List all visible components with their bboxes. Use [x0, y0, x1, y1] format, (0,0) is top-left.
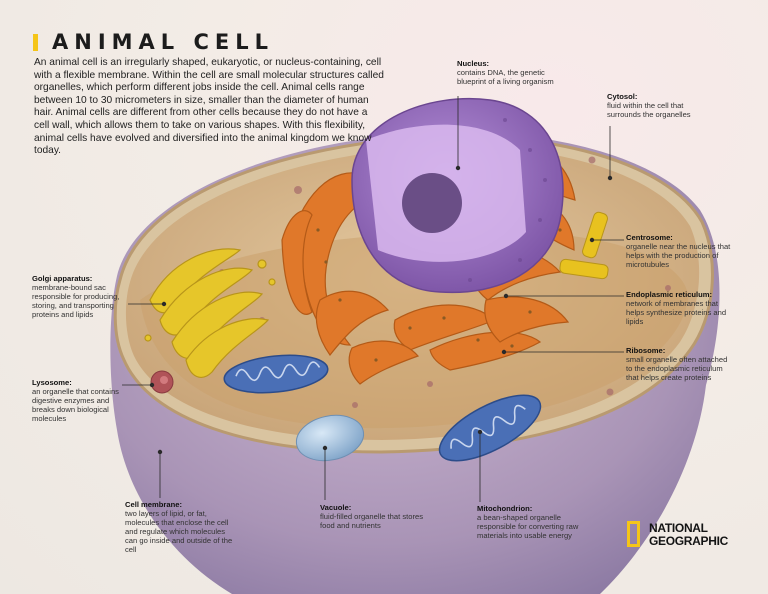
callout-text: a bean-shaped organelle responsible for …	[477, 513, 579, 541]
mitochondrion-lower	[438, 394, 542, 462]
callout-label: Endoplasmic reticulum:	[626, 290, 713, 299]
leader-lines	[122, 96, 624, 502]
callout-text: fluid-filled organelle that stores food …	[320, 512, 423, 531]
callout-vacuole: Vacuole: fluid-filled organelle that sto…	[320, 503, 438, 530]
logo-wordmark: NATIONAL GEOGRAPHIC	[649, 522, 728, 548]
callout-text: an organelle that contains digestive enz…	[32, 387, 119, 424]
callout-text: two layers of lipid, or fat, molecules t…	[125, 509, 233, 555]
page-title: ANIMAL CELL	[52, 30, 275, 54]
callout-text: small organelle often attached to the en…	[626, 355, 728, 383]
logo-line-2: GEOGRAPHIC	[649, 534, 729, 548]
callout-text: membrane-bound sac responsible for produ…	[32, 283, 120, 320]
vacuole	[295, 414, 365, 462]
golgi-apparatus	[144, 248, 276, 378]
callout-label: Cytosol:	[607, 92, 638, 101]
callout-nucleus: Nucleus: contains DNA, the genetic bluep…	[457, 59, 575, 86]
callout-mitochondrion: Mitochondrion: a bean-shaped organelle r…	[477, 504, 595, 540]
centrosome	[559, 211, 609, 280]
callout-lysosome: Lysosome: an organelle that contains dig…	[32, 378, 124, 423]
intro-paragraph: An animal cell is an irregularly shaped,…	[34, 57, 384, 157]
callout-label: Centrosome:	[626, 233, 673, 242]
callout-ribosome: Ribosome: small organelle often attached…	[626, 346, 730, 382]
callout-text: fluid within the cell that surrounds the…	[607, 101, 691, 120]
callout-label: Lysosome:	[32, 378, 72, 387]
logo-line-1: NATIONAL	[649, 521, 708, 535]
callout-label: Nucleus:	[457, 59, 490, 68]
callout-endoplasmic-reticulum: Endoplasmic reticulum: network of membra…	[626, 290, 734, 326]
title-accent-bar	[33, 34, 38, 51]
callout-cytosol: Cytosol: fluid within the cell that surr…	[607, 92, 717, 119]
callout-golgi: Golgi apparatus: membrane-bound sac resp…	[32, 274, 128, 319]
callout-label: Ribosome:	[626, 346, 666, 355]
callout-text: contains DNA, the genetic blueprint of a…	[457, 68, 554, 87]
nucleolus	[402, 173, 462, 233]
callout-cell-membrane: Cell membrane: two layers of lipid, or f…	[125, 500, 235, 555]
callout-text: network of membranes that helps synthesi…	[626, 299, 727, 327]
nuclear-pores	[468, 118, 547, 282]
callout-label: Vacuole:	[320, 503, 352, 512]
callout-text: organelle near the nucleus that helps wi…	[626, 242, 731, 270]
callout-label: Mitochondrion:	[477, 504, 533, 513]
callout-label: Golgi apparatus:	[32, 274, 93, 283]
national-geographic-logo-icon	[627, 521, 640, 547]
callout-label: Cell membrane:	[125, 500, 182, 509]
callout-centrosome: Centrosome: organelle near the nucleus t…	[626, 233, 734, 269]
mitochondrion-upper	[223, 354, 329, 394]
